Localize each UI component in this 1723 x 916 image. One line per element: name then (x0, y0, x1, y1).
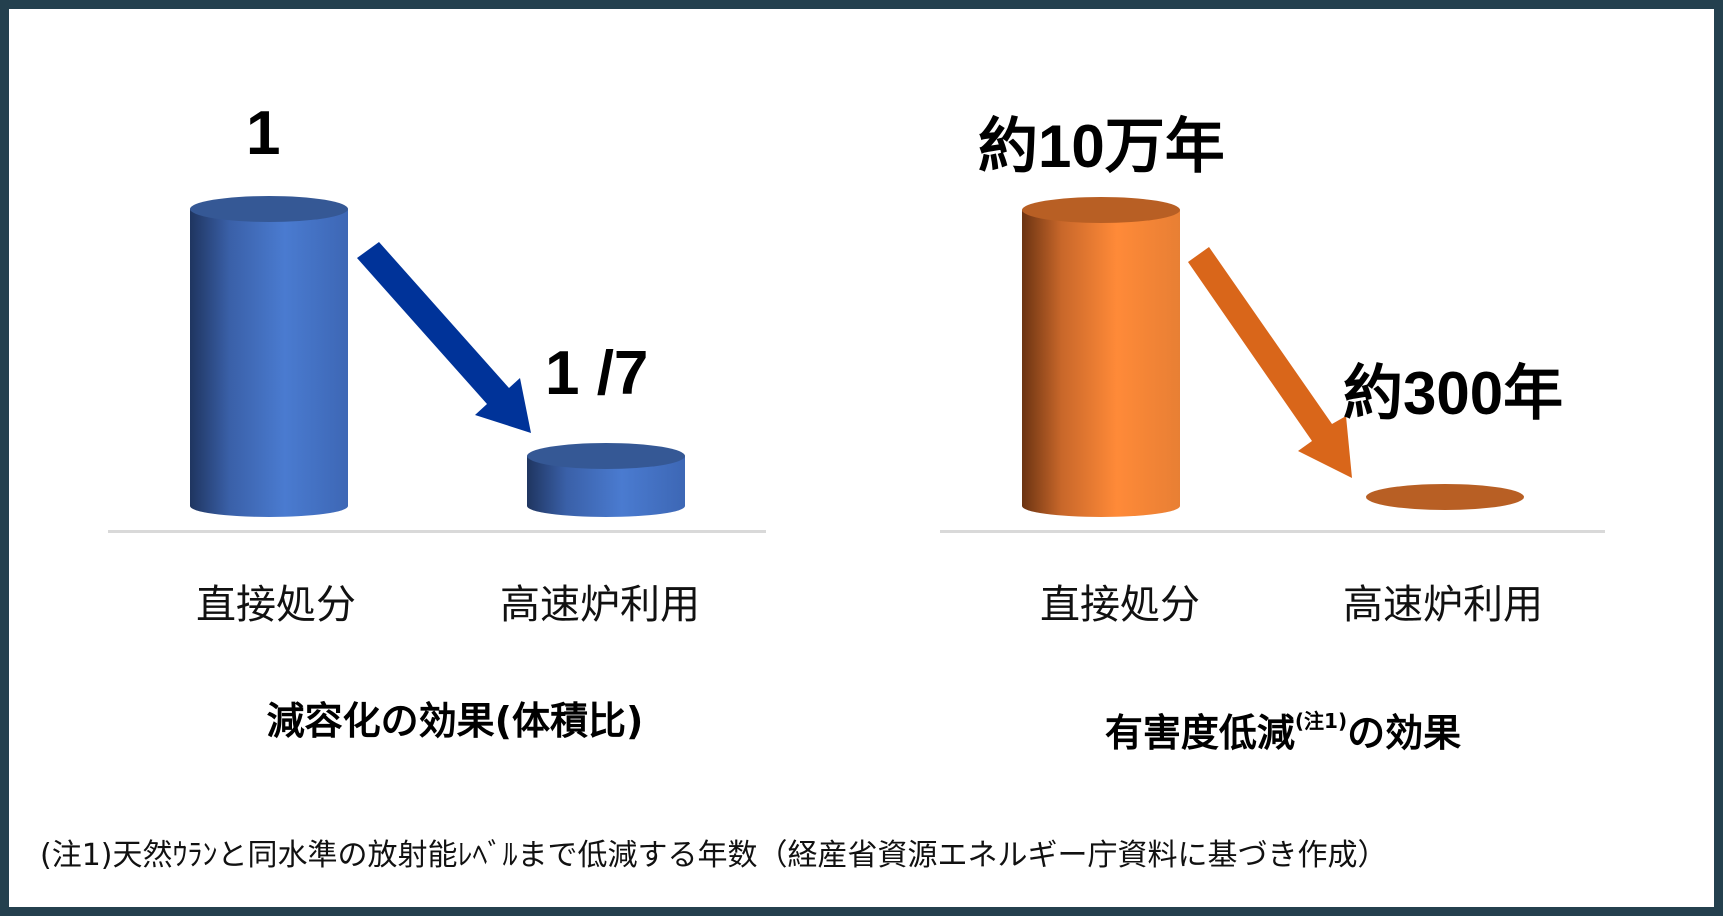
right-category-fast-reactor: 高速炉利用 (1343, 582, 1543, 628)
right-baseline (940, 530, 1605, 533)
right-value-direct: 約10万年 (978, 113, 1225, 180)
left-category-fast-reactor: 高速炉利用 (500, 582, 700, 628)
right-title-note-ref: (注1) (1294, 709, 1348, 733)
left-baseline (108, 530, 766, 533)
left-panel-title: 減容化の効果(体積比) (266, 699, 644, 743)
left-down-arrow-icon (357, 242, 531, 433)
left-bar-direct-disposal (190, 196, 348, 517)
right-category-direct: 直接処分 (1040, 582, 1200, 628)
right-bar-direct-disposal (1022, 197, 1180, 517)
footnote: (注1)天然ｳﾗﾝと同水準の放射能ﾚﾍﾞﾙまで低減する年数（経産省資源エネルギー… (40, 838, 1388, 873)
right-title-main: 有害度低減 (1104, 711, 1295, 755)
right-bar-fast-reactor (1366, 484, 1524, 510)
left-category-direct: 直接処分 (196, 582, 356, 628)
right-value-fast-reactor: 約300年 (1343, 360, 1564, 427)
right-down-arrow-icon (1188, 247, 1352, 478)
right-title-tail: の効果 (1347, 711, 1462, 755)
right-panel-title: 有害度低減(注1)の効果 (1105, 702, 1461, 757)
left-value-direct: 1 (246, 99, 281, 168)
left-value-fast-reactor: 1 /7 (545, 339, 649, 408)
left-bar-fast-reactor (527, 443, 685, 517)
